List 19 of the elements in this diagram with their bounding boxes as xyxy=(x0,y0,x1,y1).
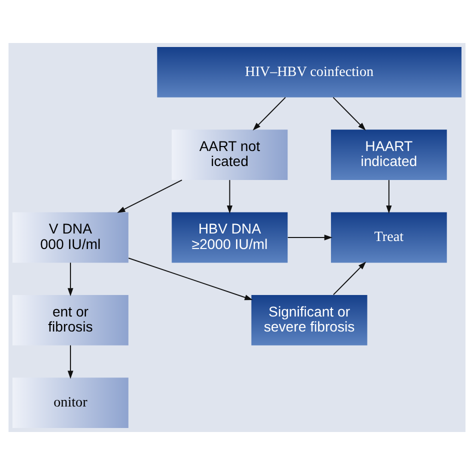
node-box: HBV DNA ≥2000 IU/ml xyxy=(172,212,288,262)
arrow xyxy=(252,96,286,130)
arrow xyxy=(128,257,253,300)
node-box: V DNA 000 IU/ml xyxy=(12,212,128,262)
arrow xyxy=(332,96,366,130)
arrow xyxy=(333,261,366,295)
arrow xyxy=(117,179,182,212)
arrow xyxy=(288,234,332,240)
node-box: ent or fibrosis xyxy=(12,294,128,345)
arrow xyxy=(68,262,74,296)
node-box: HAART indicated xyxy=(330,129,447,180)
node-box: HIV–HBV coinfection xyxy=(157,46,462,97)
node-box: Significant or severe fibrosis xyxy=(251,294,368,345)
arrow xyxy=(226,180,233,214)
node-box: AART not icated xyxy=(172,129,288,180)
node-box: Treat xyxy=(330,212,447,262)
arrow xyxy=(68,344,74,378)
arrow xyxy=(386,180,392,214)
node-box: onitor xyxy=(12,377,128,428)
